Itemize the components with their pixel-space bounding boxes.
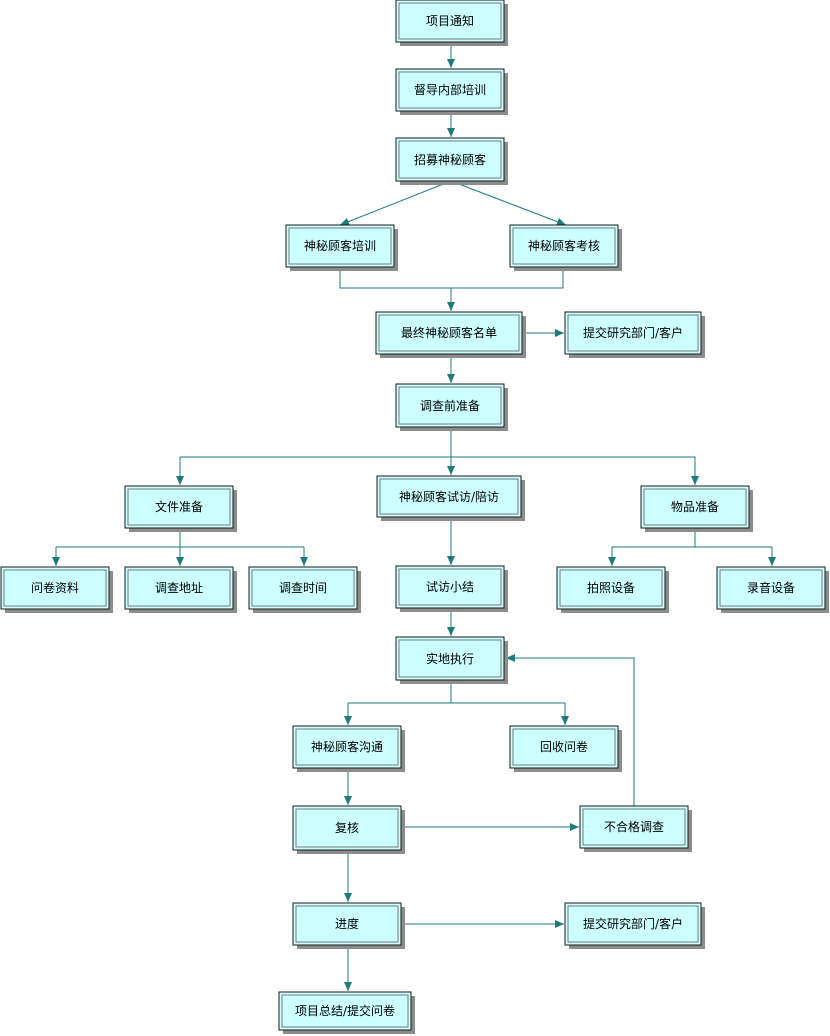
node-supervisor-training[interactable]: 督导内部培训 [395, 68, 508, 115]
node-label: 项目总结/提交问卷 [295, 1003, 395, 1018]
node-label: 项目通知 [426, 14, 474, 28]
node-survey-address[interactable]: 调查地址 [124, 566, 237, 613]
node-recruit-mystery-shopper[interactable]: 招募神秘顾客 [395, 137, 508, 185]
node-item-prep[interactable]: 物品准备 [640, 485, 753, 532]
node-final-shopper-list[interactable]: 最终神秘顾客名单 [375, 311, 526, 358]
node-label: 神秘顾客考核 [528, 238, 600, 253]
node-questionnaire-materials[interactable]: 问卷资料 [0, 566, 113, 613]
node-label: 提交研究部门/客户 [583, 916, 683, 931]
node-label: 物品准备 [671, 500, 719, 514]
edges [52, 42, 776, 991]
node-submit-research-dept-2[interactable]: 提交研究部门/客户 [564, 902, 705, 949]
edge-n8-branch [180, 427, 452, 458]
node-label: 督导内部培训 [414, 82, 486, 97]
node-label: 复核 [335, 821, 359, 835]
node-label: 拍照设备 [587, 580, 635, 595]
node-label: 实地执行 [426, 651, 474, 666]
edge-n11-branch [612, 528, 772, 548]
edge-branch-n11 [451, 456, 699, 485]
node-progress[interactable]: 进度 [292, 902, 405, 949]
node-label: 试访小结 [426, 579, 474, 594]
node-label: 不合格调查 [604, 819, 664, 834]
node-trial-visit[interactable]: 神秘顾客试访/陪访 [376, 475, 525, 521]
node-label: 神秘顾客沟通 [311, 739, 383, 754]
node-label: 问卷资料 [31, 580, 79, 595]
node-label: 回收问卷 [540, 739, 588, 754]
node-field-execution[interactable]: 实地执行 [395, 636, 508, 684]
node-label: 神秘顾客试访/陪访 [399, 489, 499, 504]
node-label: 提交研究部门/客户 [583, 325, 683, 340]
node-review[interactable]: 复核 [292, 805, 405, 854]
node-shopper-assessment[interactable]: 神秘顾客考核 [509, 224, 622, 271]
node-label: 调查时间 [279, 581, 327, 595]
node-shopper-communication[interactable]: 神秘顾客沟通 [292, 725, 405, 772]
node-shopper-training[interactable]: 神秘顾客培训 [285, 224, 398, 271]
node-photo-equipment[interactable]: 拍照设备 [556, 566, 669, 613]
node-submit-research-dept-1[interactable]: 提交研究部门/客户 [564, 311, 705, 358]
node-label: 进度 [335, 916, 359, 931]
edge-n3-n5 [450, 180, 567, 226]
node-label: 神秘顾客培训 [304, 238, 376, 253]
node-label: 调查地址 [155, 581, 203, 595]
edge-n22-n18 [506, 654, 635, 806]
node-trial-summary[interactable]: 试访小结 [395, 565, 508, 612]
node-label: 招募神秘顾客 [414, 152, 486, 167]
edge-n3-n4 [339, 180, 452, 226]
edge-n18-branch [348, 680, 565, 704]
node-project-notice[interactable]: 项目通知 [395, 0, 508, 46]
node-document-prep[interactable]: 文件准备 [124, 485, 237, 532]
node-pre-survey-prep[interactable]: 调查前准备 [395, 383, 508, 431]
node-survey-time[interactable]: 调查时间 [248, 566, 361, 613]
node-label: 调查前准备 [420, 398, 480, 413]
node-project-summary[interactable]: 项目总结/提交问卷 [278, 991, 415, 1034]
node-label: 文件准备 [155, 499, 203, 514]
node-label: 录音设备 [747, 580, 795, 595]
node-recording-equipment[interactable]: 录音设备 [716, 566, 829, 613]
node-label: 最终神秘顾客名单 [401, 325, 497, 340]
node-unqualified-survey[interactable]: 不合格调查 [579, 805, 692, 852]
node-collect-questionnaires[interactable]: 回收问卷 [509, 725, 622, 772]
